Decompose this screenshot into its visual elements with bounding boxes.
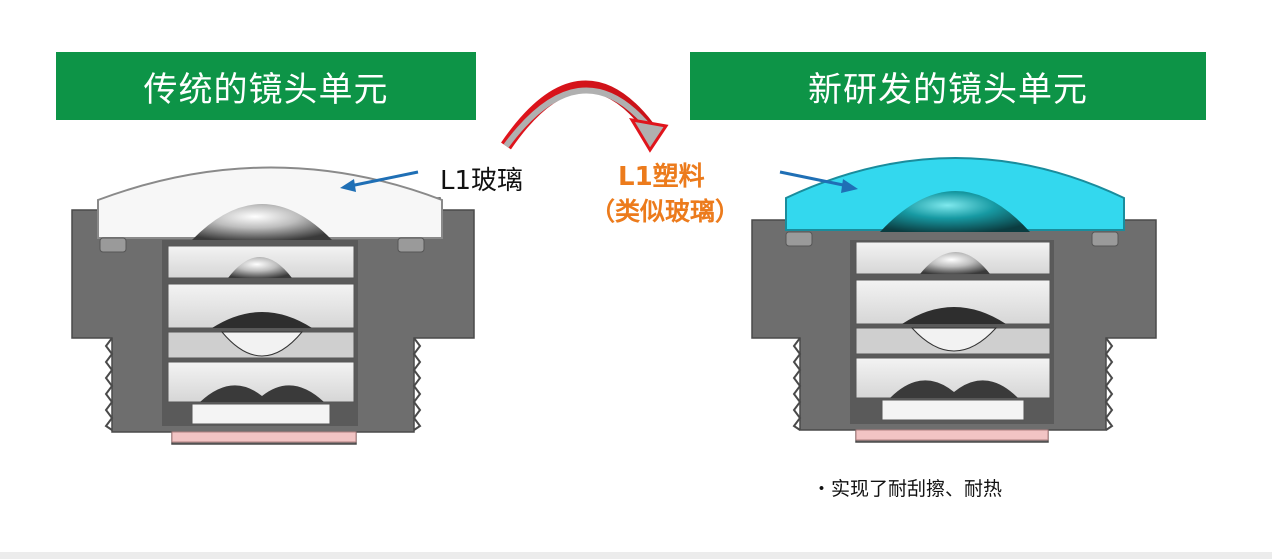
pointer-arrow-plastic [779, 170, 858, 193]
right-dome [880, 191, 1030, 232]
right-spacer-l [785, 231, 813, 247]
right-element-6 [881, 399, 1025, 421]
new-lens-unit [751, 157, 1157, 443]
left-element-3-curve [212, 312, 312, 328]
right-spacer-r [1091, 231, 1119, 247]
banner-new-lens: 新研发的镜头单元 [690, 52, 1206, 120]
left-thread-left [104, 337, 114, 431]
label-plastic-note: （类似玻璃） [590, 197, 741, 226]
banner-traditional-title: 传统的镜头单元 [143, 69, 389, 110]
left-spacer-l [99, 237, 127, 253]
feature-note: ・实现了耐刮擦、耐热 [812, 478, 1003, 500]
left-element-2-dome [228, 257, 292, 278]
left-sensor [171, 431, 357, 443]
left-thread-right [412, 337, 422, 431]
bottom-divider [0, 552, 1272, 559]
left-dome [192, 204, 332, 240]
right-element-2-dome [920, 252, 990, 274]
right-thread-right [1104, 337, 1114, 431]
right-element-4-lens [910, 327, 998, 352]
label-l1-glass: L1玻璃 [440, 166, 524, 196]
right-element-5-curve [890, 380, 1018, 398]
traditional-lens-unit [71, 166, 475, 445]
left-element-5-curve [200, 385, 324, 402]
right-thread-left [792, 337, 802, 431]
right-element-3-curve [902, 307, 1006, 324]
transition-arrow [501, 80, 669, 153]
label-l1-plastic: L1塑料 [618, 162, 705, 192]
left-spacer-r [397, 237, 425, 253]
left-element-6 [191, 403, 331, 425]
left-element-4-lens [220, 331, 304, 357]
right-sensor [855, 429, 1049, 441]
banner-traditional-lens: 传统的镜头单元 [56, 52, 476, 120]
pointer-arrow-glass [340, 170, 419, 192]
banner-new-title: 新研发的镜头单元 [808, 69, 1088, 110]
